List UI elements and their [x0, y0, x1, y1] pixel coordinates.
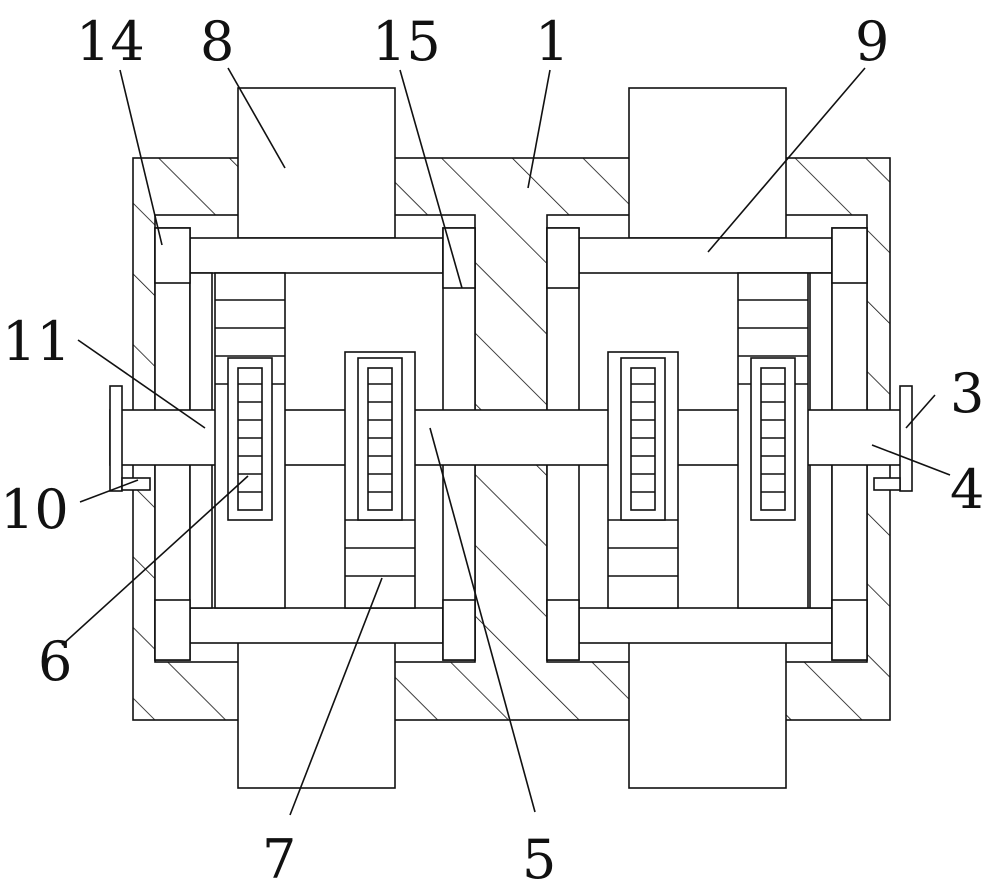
- end-flanges: [109, 385, 913, 492]
- label-11: 11: [2, 310, 71, 373]
- right-racks: [607, 272, 809, 609]
- part-labels: 14 8 15 1 9 11 10 3 4 6 7 5: [0, 10, 984, 890]
- label-9: 9: [855, 10, 889, 73]
- left-gears: [227, 357, 403, 521]
- bottom-blocks: [237, 639, 787, 789]
- label-5: 5: [522, 828, 556, 890]
- leader-lines: [61, 67, 951, 816]
- left-unit-frame: [154, 227, 476, 661]
- label-1: 1: [535, 10, 569, 73]
- label-7: 7: [262, 828, 296, 890]
- label-8: 8: [200, 10, 234, 73]
- right-gears: [620, 357, 796, 521]
- label-3: 3: [950, 362, 984, 425]
- right-unit-frame: [546, 227, 868, 661]
- label-10: 10: [0, 478, 69, 541]
- label-14: 14: [76, 10, 145, 73]
- label-15: 15: [372, 10, 441, 73]
- label-6: 6: [38, 630, 72, 693]
- top-blocks: [237, 87, 787, 239]
- label-4: 4: [950, 458, 984, 521]
